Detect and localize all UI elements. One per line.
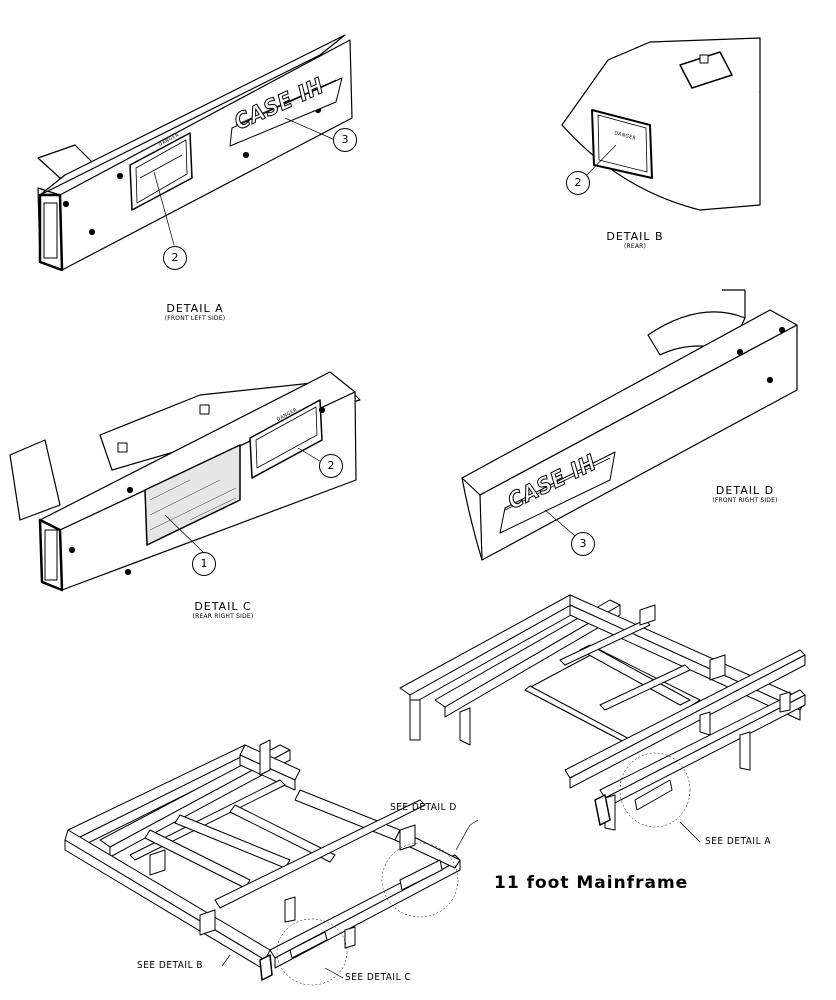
detail-b-beam xyxy=(561,37,761,211)
see-detail-d-label: SEE DETAIL D xyxy=(390,802,457,813)
detail-c-title: DETAIL C xyxy=(194,600,252,613)
see-detail-c-label: SEE DETAIL C xyxy=(345,972,412,983)
detail-c-subtitle: (REAR RIGHT SIDE) xyxy=(192,613,254,620)
detail-b-subtitle: (REAR) xyxy=(623,243,647,250)
item-number-c-decal: 2 xyxy=(319,454,343,478)
detail-a-subtitle: (FRONT LEFT SIDE) xyxy=(164,315,226,322)
detail-c-beam xyxy=(9,371,361,592)
item-number-a-decal: 2 xyxy=(163,246,187,270)
drawing-title: 11 foot Mainframe xyxy=(494,873,689,893)
detail-c-caption: DETAIL C (REAR RIGHT SIDE) xyxy=(168,600,278,620)
detail-a-beam xyxy=(37,34,353,272)
item-number-d-logo: 3 xyxy=(571,532,595,556)
item-number-a-logo: 3 xyxy=(333,128,357,152)
detail-d-title: DETAIL D xyxy=(715,484,775,497)
mainframe-view-right xyxy=(399,594,806,843)
detail-d-caption: DETAIL D (FRONT RIGHT SIDE) xyxy=(690,484,800,504)
detail-b-title: DETAIL B xyxy=(606,230,664,243)
detail-d-subtitle: (FRONT RIGHT SIDE) xyxy=(712,497,778,504)
mainframe-view-left xyxy=(64,739,479,986)
item-number-c-reflector: 1 xyxy=(192,552,216,576)
detail-d-beam xyxy=(461,289,798,561)
see-detail-b-label: SEE DETAIL B xyxy=(137,960,204,971)
detail-a-title: DETAIL A xyxy=(166,302,224,315)
detail-b-caption: DETAIL B (REAR) xyxy=(590,230,680,250)
item-number-b-decal: 2 xyxy=(566,171,590,195)
see-detail-a-label: SEE DETAIL A xyxy=(705,836,772,847)
detail-a-caption: DETAIL A (FRONT LEFT SIDE) xyxy=(140,302,250,322)
